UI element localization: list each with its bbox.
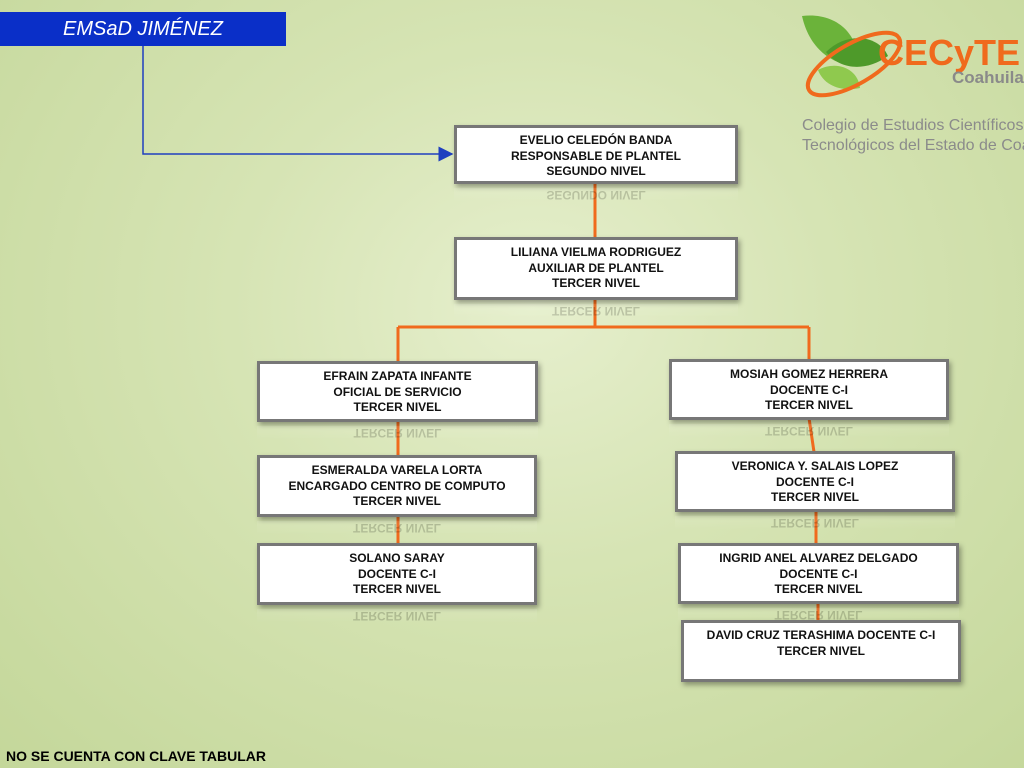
- node-name: ESMERALDA VARELA LORTA: [311, 463, 483, 477]
- node-mosiah: MOSIAH GOMEZ HERRERA DOCENTE C-I TERCER …: [669, 359, 949, 420]
- node-name: MOSIAH GOMEZ HERRERA: [729, 367, 888, 381]
- green-leaf-orbit-icon: [802, 15, 903, 98]
- node-level: SEGUNDO NIVEL: [546, 164, 646, 178]
- node-level: TERCER NIVEL: [764, 398, 853, 412]
- institution-description: Colegio de Estudios Científicos y Tecnol…: [802, 116, 1024, 156]
- description-line-2: Tecnológicos del Estado de Coahuila: [802, 137, 1024, 154]
- node-name: EVELIO CELEDÓN BANDA: [519, 133, 673, 147]
- node-reflection: TERCER NIVEL: [257, 426, 538, 440]
- description-line-1: Colegio de Estudios Científicos y: [802, 117, 1024, 134]
- orange-lines: [396, 183, 820, 621]
- node-level: TERCER NIVEL: [776, 643, 865, 658]
- node-david: DAVID CRUZ TERASHIMA DOCENTE C-I TERCER …: [681, 620, 961, 682]
- brand-name: CECyTE: [878, 32, 1021, 73]
- footer-note: NO SE CUENTA CON CLAVE TABULAR: [6, 748, 267, 764]
- node-level: TERCER NIVEL: [551, 276, 640, 290]
- node-reflection: TERCER NIVEL: [257, 521, 537, 535]
- node-role: ENCARGADO CENTRO DE COMPUTO: [288, 478, 506, 493]
- node-name: SOLANO SARAY: [349, 551, 445, 565]
- node-name: INGRID ANEL ALVAREZ DELGADO: [719, 551, 918, 565]
- node-ingrid: INGRID ANEL ALVAREZ DELGADO DOCENTE C-I …: [678, 543, 959, 604]
- node-reflection: TERCER NIVEL: [669, 424, 949, 438]
- node-role: OFICIAL DE SERVICIO: [333, 384, 462, 399]
- node-reflection: TERCER NIVEL: [675, 516, 955, 530]
- node-reflection: TERCER NIVEL: [257, 609, 537, 623]
- page-title: EMSaD JIMÉNEZ: [0, 12, 286, 46]
- node-level: TERCER NIVEL: [352, 582, 441, 596]
- node-role: DOCENTE C-I: [358, 566, 436, 581]
- node-role: RESPONSABLE DE PLANTEL: [510, 148, 681, 163]
- node-reflection: SEGUNDO NIVEL: [454, 188, 738, 202]
- node-name: EFRAIN ZAPATA INFANTE: [323, 369, 472, 383]
- node-role: AUXILIAR DE PLANTEL: [528, 260, 664, 275]
- node-level: TERCER NIVEL: [353, 400, 442, 414]
- node-liliana: LILIANA VIELMA RODRIGUEZ AUXILIAR DE PLA…: [454, 237, 738, 300]
- node-level: TERCER NIVEL: [770, 490, 859, 504]
- node-name: LILIANA VIELMA RODRIGUEZ: [510, 245, 682, 259]
- brand-state: Coahuila: [952, 68, 1024, 87]
- node-level: TERCER NIVEL: [774, 582, 863, 596]
- node-name: VERONICA Y. SALAIS LOPEZ: [731, 459, 899, 473]
- node-role: DOCENTE C-I: [776, 474, 854, 489]
- node-role: DOCENTE C-I: [779, 566, 858, 581]
- node-efrain: EFRAIN ZAPATA INFANTE OFICIAL DE SERVICI…: [257, 361, 538, 422]
- node-reflection: TERCER NIVEL: [454, 304, 738, 318]
- node-veronica: VERONICA Y. SALAIS LOPEZ DOCENTE C-I TER…: [675, 451, 955, 512]
- node-esmeralda: ESMERALDA VARELA LORTA ENCARGADO CENTRO …: [257, 455, 537, 517]
- node-name-role: DAVID CRUZ TERASHIMA DOCENTE C-I: [706, 628, 936, 642]
- cecyte-logo: CECyTE Coahuila Colegio de Estudios Cien…: [796, 12, 1024, 162]
- title-arrow: [142, 46, 454, 162]
- node-solano: SOLANO SARAY DOCENTE C-I TERCER NIVEL: [257, 543, 537, 605]
- node-level: TERCER NIVEL: [352, 494, 441, 508]
- node-role: DOCENTE C-I: [770, 382, 848, 397]
- node-evelio: EVELIO CELEDÓN BANDA RESPONSABLE DE PLAN…: [454, 125, 738, 184]
